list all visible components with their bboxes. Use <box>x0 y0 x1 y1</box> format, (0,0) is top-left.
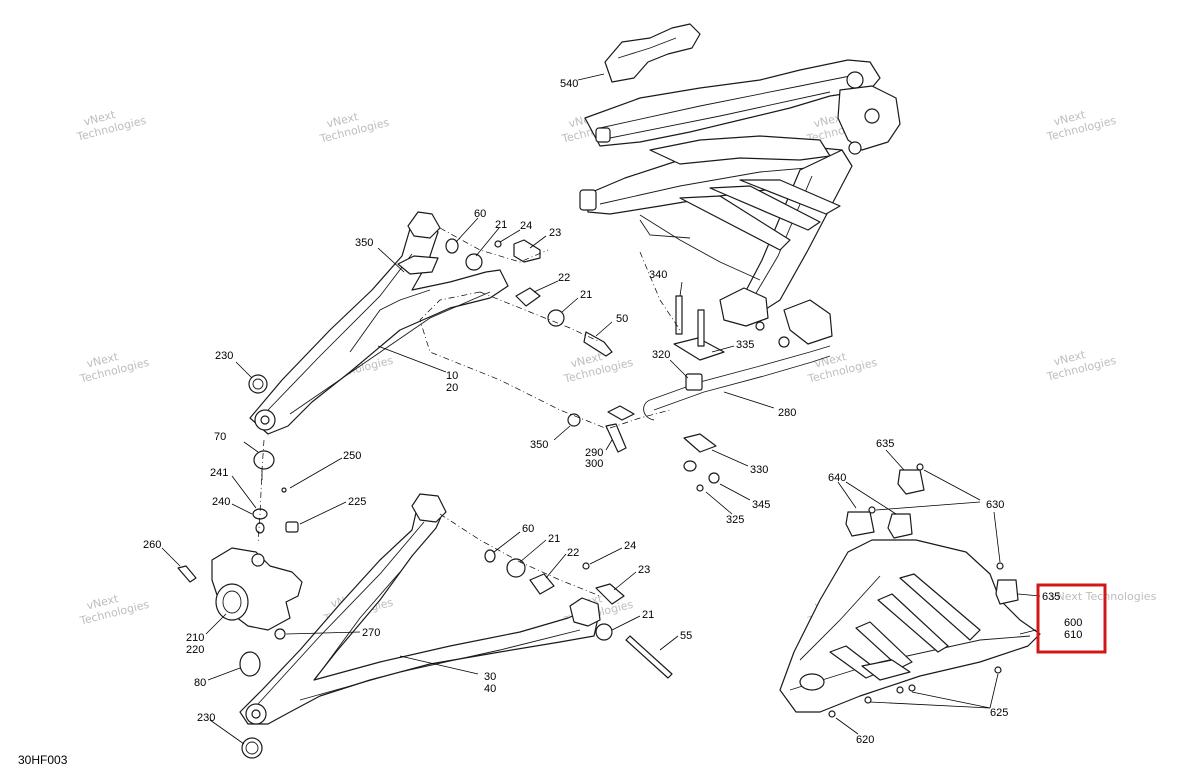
callout-21: 21 <box>548 533 560 545</box>
watermark: vNext Technologies <box>75 108 148 144</box>
callout-60: 60 <box>522 523 534 535</box>
watermark: vNext Technologies <box>78 592 151 628</box>
callout-230: 230 <box>197 712 215 724</box>
callout-350: 350 <box>355 237 373 249</box>
watermark: vNext Technologies <box>806 350 879 386</box>
callout-225: 225 <box>348 496 366 508</box>
callout-22: 22 <box>567 547 579 559</box>
lower-a-arm <box>239 493 601 725</box>
callout-240: 240 <box>212 496 230 508</box>
callout-620: 620 <box>856 734 874 746</box>
callout-635: 635 <box>1042 591 1060 603</box>
callout-10: 10 <box>446 370 458 382</box>
callout-24: 24 <box>520 220 532 232</box>
callout-630: 630 <box>986 499 1004 511</box>
callout-540: 540 <box>560 78 578 90</box>
callout-30: 30 <box>484 671 496 683</box>
callout-80: 80 <box>194 677 206 689</box>
skid-plate <box>779 463 1041 718</box>
callout-270: 270 <box>362 627 380 639</box>
callout-635: 635 <box>876 438 894 450</box>
callout-22: 22 <box>558 272 570 284</box>
callout-24: 24 <box>624 540 636 552</box>
callout-40: 40 <box>484 683 496 695</box>
watermark: vNext Technologies <box>78 350 151 386</box>
callout-21: 21 <box>580 289 592 301</box>
frame-assembly <box>579 23 901 327</box>
callout-55: 55 <box>680 630 692 642</box>
callout-23: 23 <box>549 227 561 239</box>
steering-knuckle <box>211 547 303 631</box>
watermark: vNext Technologies <box>318 110 391 146</box>
callout-340: 340 <box>649 269 667 281</box>
callout-23: 23 <box>638 564 650 576</box>
watermark: vNext Technologies <box>1045 348 1118 384</box>
callout-290: 290 <box>585 447 603 459</box>
callout-625: 625 <box>990 707 1008 719</box>
upper-a-arm <box>249 211 509 435</box>
callout-325: 325 <box>726 514 744 526</box>
callout-335: 335 <box>736 339 754 351</box>
callout-60: 60 <box>474 208 486 220</box>
highlight-box <box>1036 583 1107 654</box>
callout-20: 20 <box>446 382 458 394</box>
callout-250: 250 <box>343 450 361 462</box>
callout-345: 345 <box>752 499 770 511</box>
callout-220: 220 <box>186 644 204 656</box>
callout-640: 640 <box>828 472 846 484</box>
watermark-inline: vNext Technologies <box>1050 590 1157 603</box>
callout-210: 210 <box>186 632 204 644</box>
callout-260: 260 <box>143 539 161 551</box>
callout-241: 241 <box>210 467 228 479</box>
callout-21: 21 <box>495 219 507 231</box>
callout-280: 280 <box>778 407 796 419</box>
callout-230: 230 <box>215 350 233 362</box>
callout-320: 320 <box>652 349 670 361</box>
callout-70: 70 <box>214 431 226 443</box>
callout-350: 350 <box>530 439 548 451</box>
leader-lines <box>161 73 1041 745</box>
callout-50: 50 <box>616 313 628 325</box>
hardware-parts <box>177 238 833 759</box>
callout-610: 610 <box>1064 629 1082 641</box>
callout-330: 330 <box>750 464 768 476</box>
callout-21: 21 <box>642 609 654 621</box>
callout-600: 600 <box>1064 617 1082 629</box>
watermark: vNext Technologies <box>1045 108 1118 144</box>
callout-300: 300 <box>585 458 603 470</box>
callouts: 540 60 21 24 23 350 22 21 50 230 10 20 3… <box>143 78 1082 746</box>
drawing-code: 30HF003 <box>18 753 68 767</box>
